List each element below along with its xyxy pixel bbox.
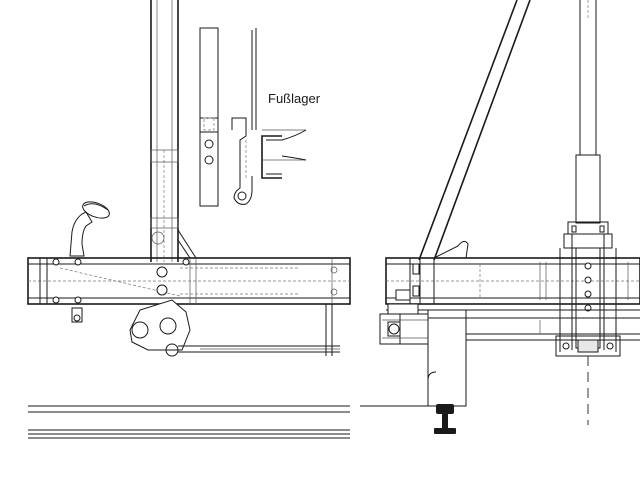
column-clamp [555,221,621,425]
main-frame-left [27,257,351,323]
diagonal-mast [418,0,531,261]
roller-assembly [379,289,467,407]
rail-track-left [28,405,350,439]
mast-brace [151,229,197,259]
detail-column [199,27,219,207]
left-view [27,0,351,439]
foot-bearing-label: Fußlager [268,91,321,106]
foot-bearing-detail: Fußlager [199,27,321,207]
lower-linkage [129,299,340,357]
hitch-hook [69,201,110,257]
vertical-mast-right [575,0,601,224]
detail-channel [261,129,307,179]
main-frame-right [385,257,640,305]
vertical-mast [150,0,179,262]
rail-profile [360,404,456,434]
detail-bearing-profile [231,28,257,205]
right-view [360,0,640,434]
